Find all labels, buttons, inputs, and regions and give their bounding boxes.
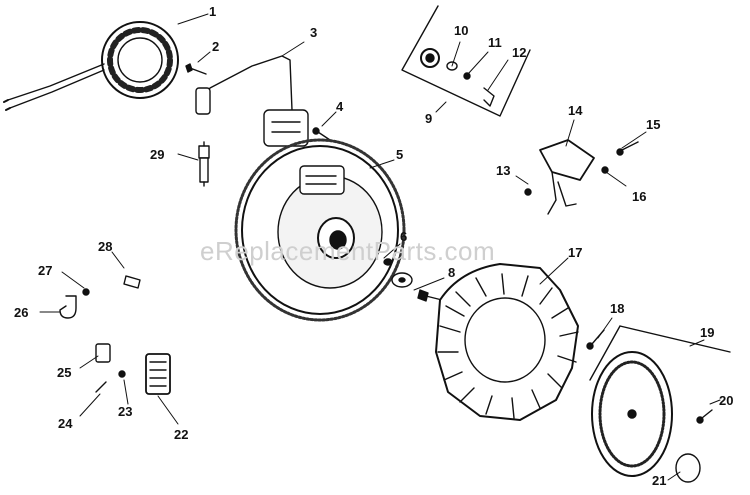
callout-9: 9 xyxy=(425,111,433,126)
callout-6: 6 xyxy=(400,229,408,244)
callout-22: 22 xyxy=(174,427,189,442)
callout-29: 29 xyxy=(150,147,165,162)
callout-15: 15 xyxy=(646,117,661,132)
screw-icon xyxy=(601,141,639,174)
callout-20: 20 xyxy=(719,393,734,408)
spark-plug-lead-icon xyxy=(195,55,309,147)
screw-icon xyxy=(312,127,331,141)
callout-13: 13 xyxy=(496,163,511,178)
ignition-module-icon xyxy=(524,139,595,215)
callout-1: 1 xyxy=(209,4,217,19)
leader-lines xyxy=(39,13,721,481)
stator-coil-icon xyxy=(3,21,179,111)
callout-19: 19 xyxy=(700,325,715,340)
callout-26: 26 xyxy=(14,305,29,320)
callout-18: 18 xyxy=(610,301,625,316)
callout-2: 2 xyxy=(212,39,220,54)
callout-17: 17 xyxy=(568,245,583,260)
washer-icon xyxy=(383,258,413,288)
rectifier-regulator-icon xyxy=(145,353,171,395)
clamp-icon xyxy=(59,295,77,319)
callout-12: 12 xyxy=(512,45,527,60)
callout-3: 3 xyxy=(310,25,318,40)
callout-11: 11 xyxy=(488,35,502,50)
callout-25: 25 xyxy=(57,365,72,380)
flywheel-icon xyxy=(234,138,406,322)
callout-27: 27 xyxy=(38,263,53,278)
grass-screen-icon xyxy=(589,325,731,483)
screw-icon xyxy=(185,63,207,75)
fan-icon xyxy=(435,263,579,421)
callout-8: 8 xyxy=(448,265,456,280)
callout-5: 5 xyxy=(396,147,404,162)
key-icon xyxy=(123,275,141,289)
callout-23: 23 xyxy=(118,404,133,419)
callout-4: 4 xyxy=(336,99,344,114)
nut-icon xyxy=(82,288,90,296)
watermark-text: eReplacementParts.com xyxy=(200,236,496,266)
callout-16: 16 xyxy=(632,189,647,204)
connector-icon xyxy=(95,343,111,363)
spark-plug-icon xyxy=(198,141,210,187)
callout-21: 21 xyxy=(652,473,667,488)
callout-10: 10 xyxy=(454,23,469,38)
callout-28: 28 xyxy=(98,239,113,254)
key-switch-group-icon xyxy=(401,5,531,117)
callout-14: 14 xyxy=(568,103,583,118)
screw-icon xyxy=(95,370,126,393)
callout-24: 24 xyxy=(58,416,73,431)
